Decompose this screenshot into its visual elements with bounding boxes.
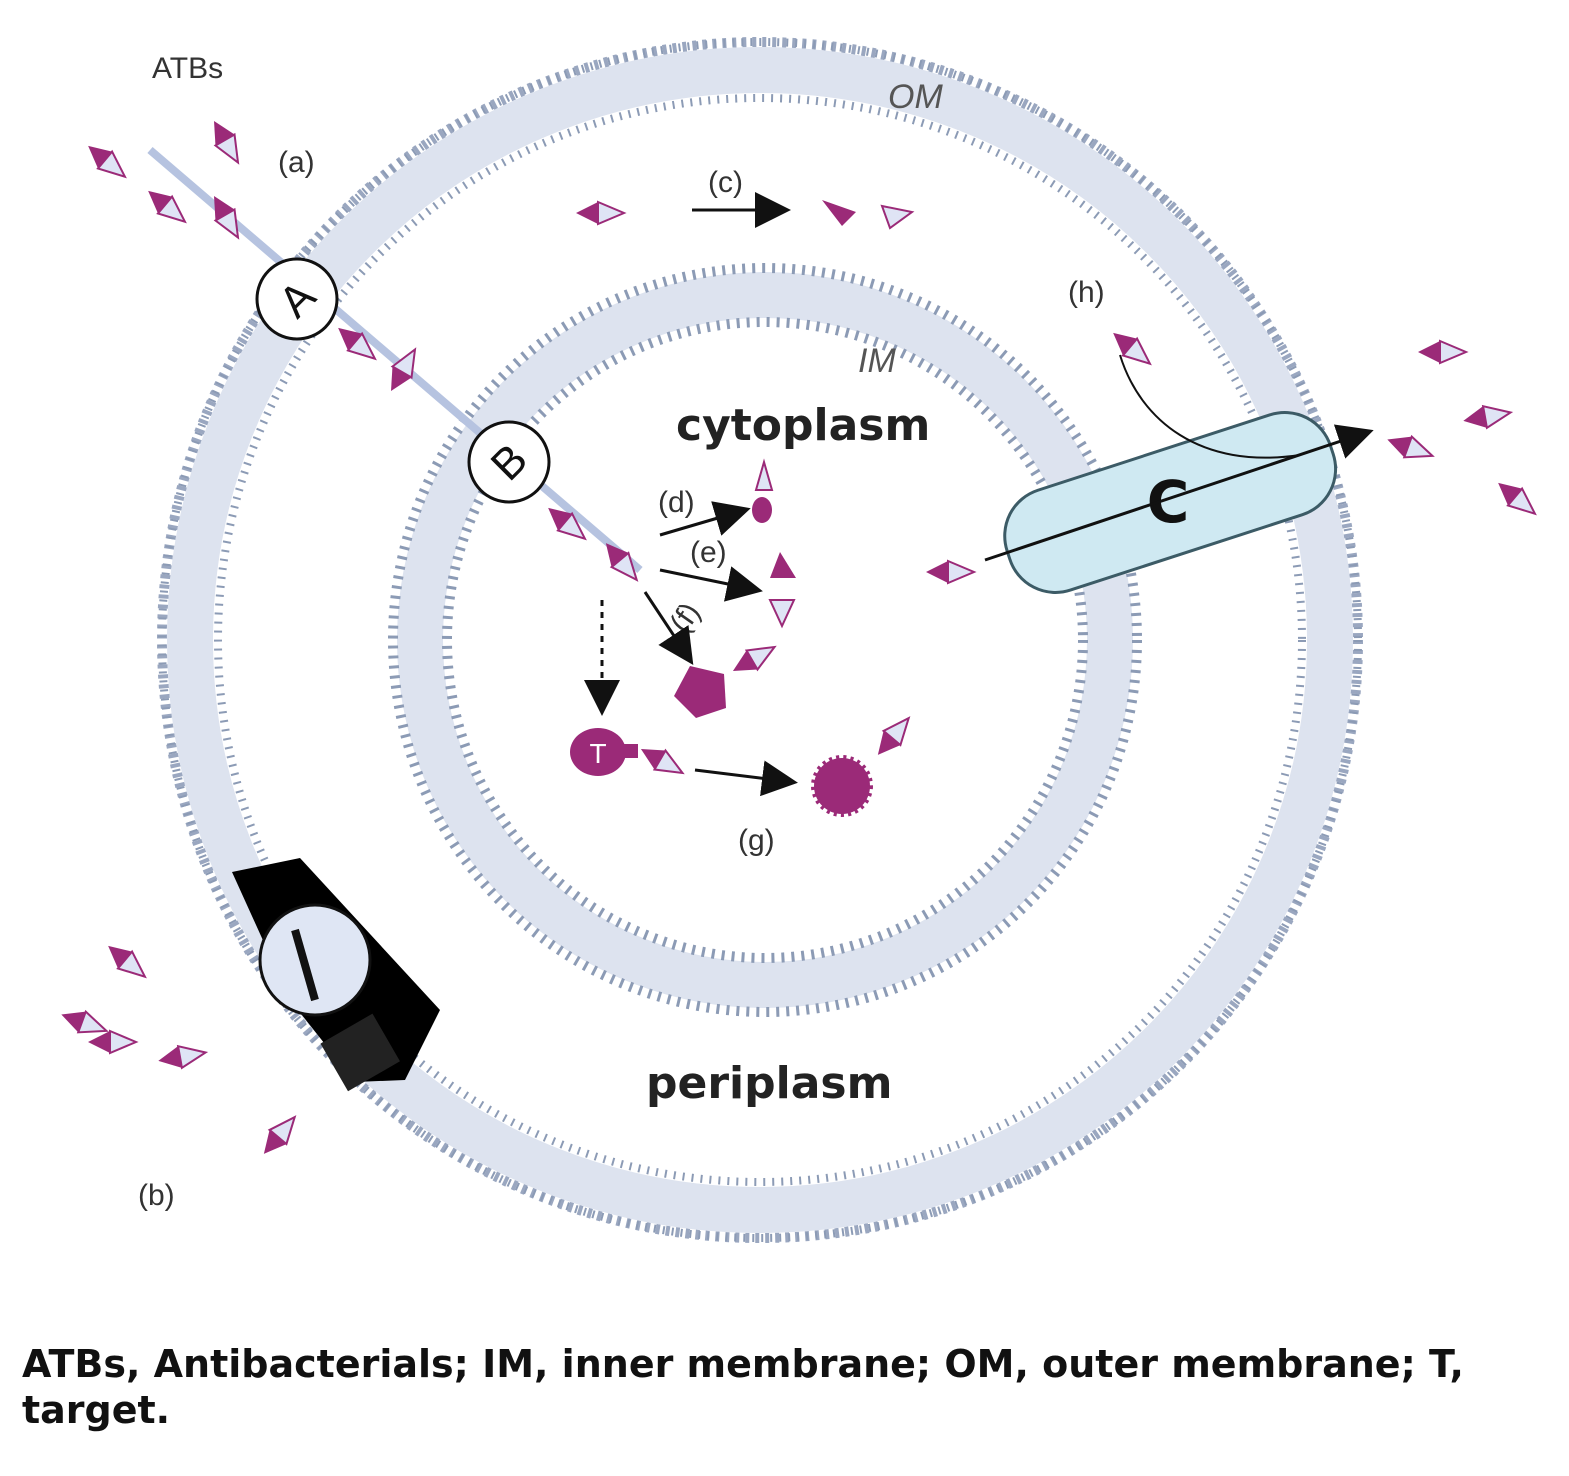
fragment-e-pale [768, 599, 796, 629]
antibiotic-molecule [926, 559, 977, 585]
antibiotic-molecule [213, 195, 240, 240]
antibiotic-molecule [732, 645, 777, 672]
fragment-d-tip [754, 458, 774, 491]
om-label: OM [888, 78, 943, 116]
antibiotic-molecule [1387, 434, 1435, 459]
antibiotic-molecule [576, 200, 627, 226]
cytoplasm-label: cytoplasm [676, 400, 930, 451]
outer-membrane [157, 37, 1363, 1243]
antibiotic-molecule [213, 120, 240, 165]
step-a-label: (a) [278, 146, 315, 179]
antibiotic-molecule [148, 190, 187, 224]
fragment-d [752, 497, 772, 523]
antibiotic-molecule [88, 145, 127, 179]
step-d-label: (d) [658, 486, 695, 519]
step-c-label: (c) [708, 166, 743, 199]
antibiotic-molecule [88, 1029, 139, 1055]
fragment-e-magenta [770, 552, 796, 578]
efflux-curve-arrow [1119, 354, 1301, 459]
atbs-label: ATBs [152, 52, 223, 85]
inactivated-target [811, 755, 873, 817]
efflux-arrow [984, 424, 1374, 562]
im-label: IM [858, 342, 896, 380]
antibiotic-molecule [61, 1009, 109, 1034]
antibiotic-molecule [605, 543, 639, 582]
step-h-label: (h) [1068, 276, 1105, 309]
modifying-enzyme [232, 858, 440, 1092]
fragment-c-pale [880, 204, 915, 230]
step-e-label: (e) [690, 536, 727, 569]
antibiotic-molecule [640, 748, 685, 775]
antibiotic-molecule [877, 716, 911, 755]
figure-caption: ATBs, Antibacterials; IM, inner membrane… [22, 1342, 1464, 1432]
efflux-pump-c: C [984, 354, 1374, 594]
antibiotic-molecule [1463, 404, 1514, 430]
antibiotic-molecule [263, 1115, 297, 1154]
antibiotic-molecules [61, 120, 1537, 1154]
antibiotic-molecule [158, 1044, 209, 1070]
efflux-pump-c-label: C [1147, 468, 1190, 536]
antibiotic-molecule [338, 327, 377, 361]
arrow-e [659, 566, 763, 602]
arrow-d [659, 501, 751, 537]
inner-membrane [388, 263, 1142, 1017]
porin-a: A [255, 257, 339, 341]
step-g-label: (g) [738, 824, 775, 857]
arrow-f [643, 591, 694, 666]
antibiotic-molecule [108, 945, 147, 979]
periplasm-label: periplasm [646, 1058, 892, 1109]
antibiotic-molecule [1498, 482, 1537, 516]
antibiotic-molecule [1113, 332, 1152, 366]
antibiotic-molecule [390, 347, 417, 392]
step-b-label: (b) [138, 1179, 175, 1212]
pentagon-modified-target [674, 666, 726, 718]
antibiotic-molecule [1418, 339, 1469, 365]
arrow-g [694, 760, 798, 797]
fragment-c-magenta [822, 200, 856, 226]
porin-b: B [467, 420, 551, 504]
enzyme-circle [258, 903, 372, 1017]
antibiotic-molecule [548, 507, 587, 541]
antibiotic-resistance-diagram: ATBs OM IM cytoplasm periplasm (a) (b) (… [61, 37, 1537, 1243]
target-t: T [570, 728, 638, 776]
target-label: T [589, 738, 606, 769]
